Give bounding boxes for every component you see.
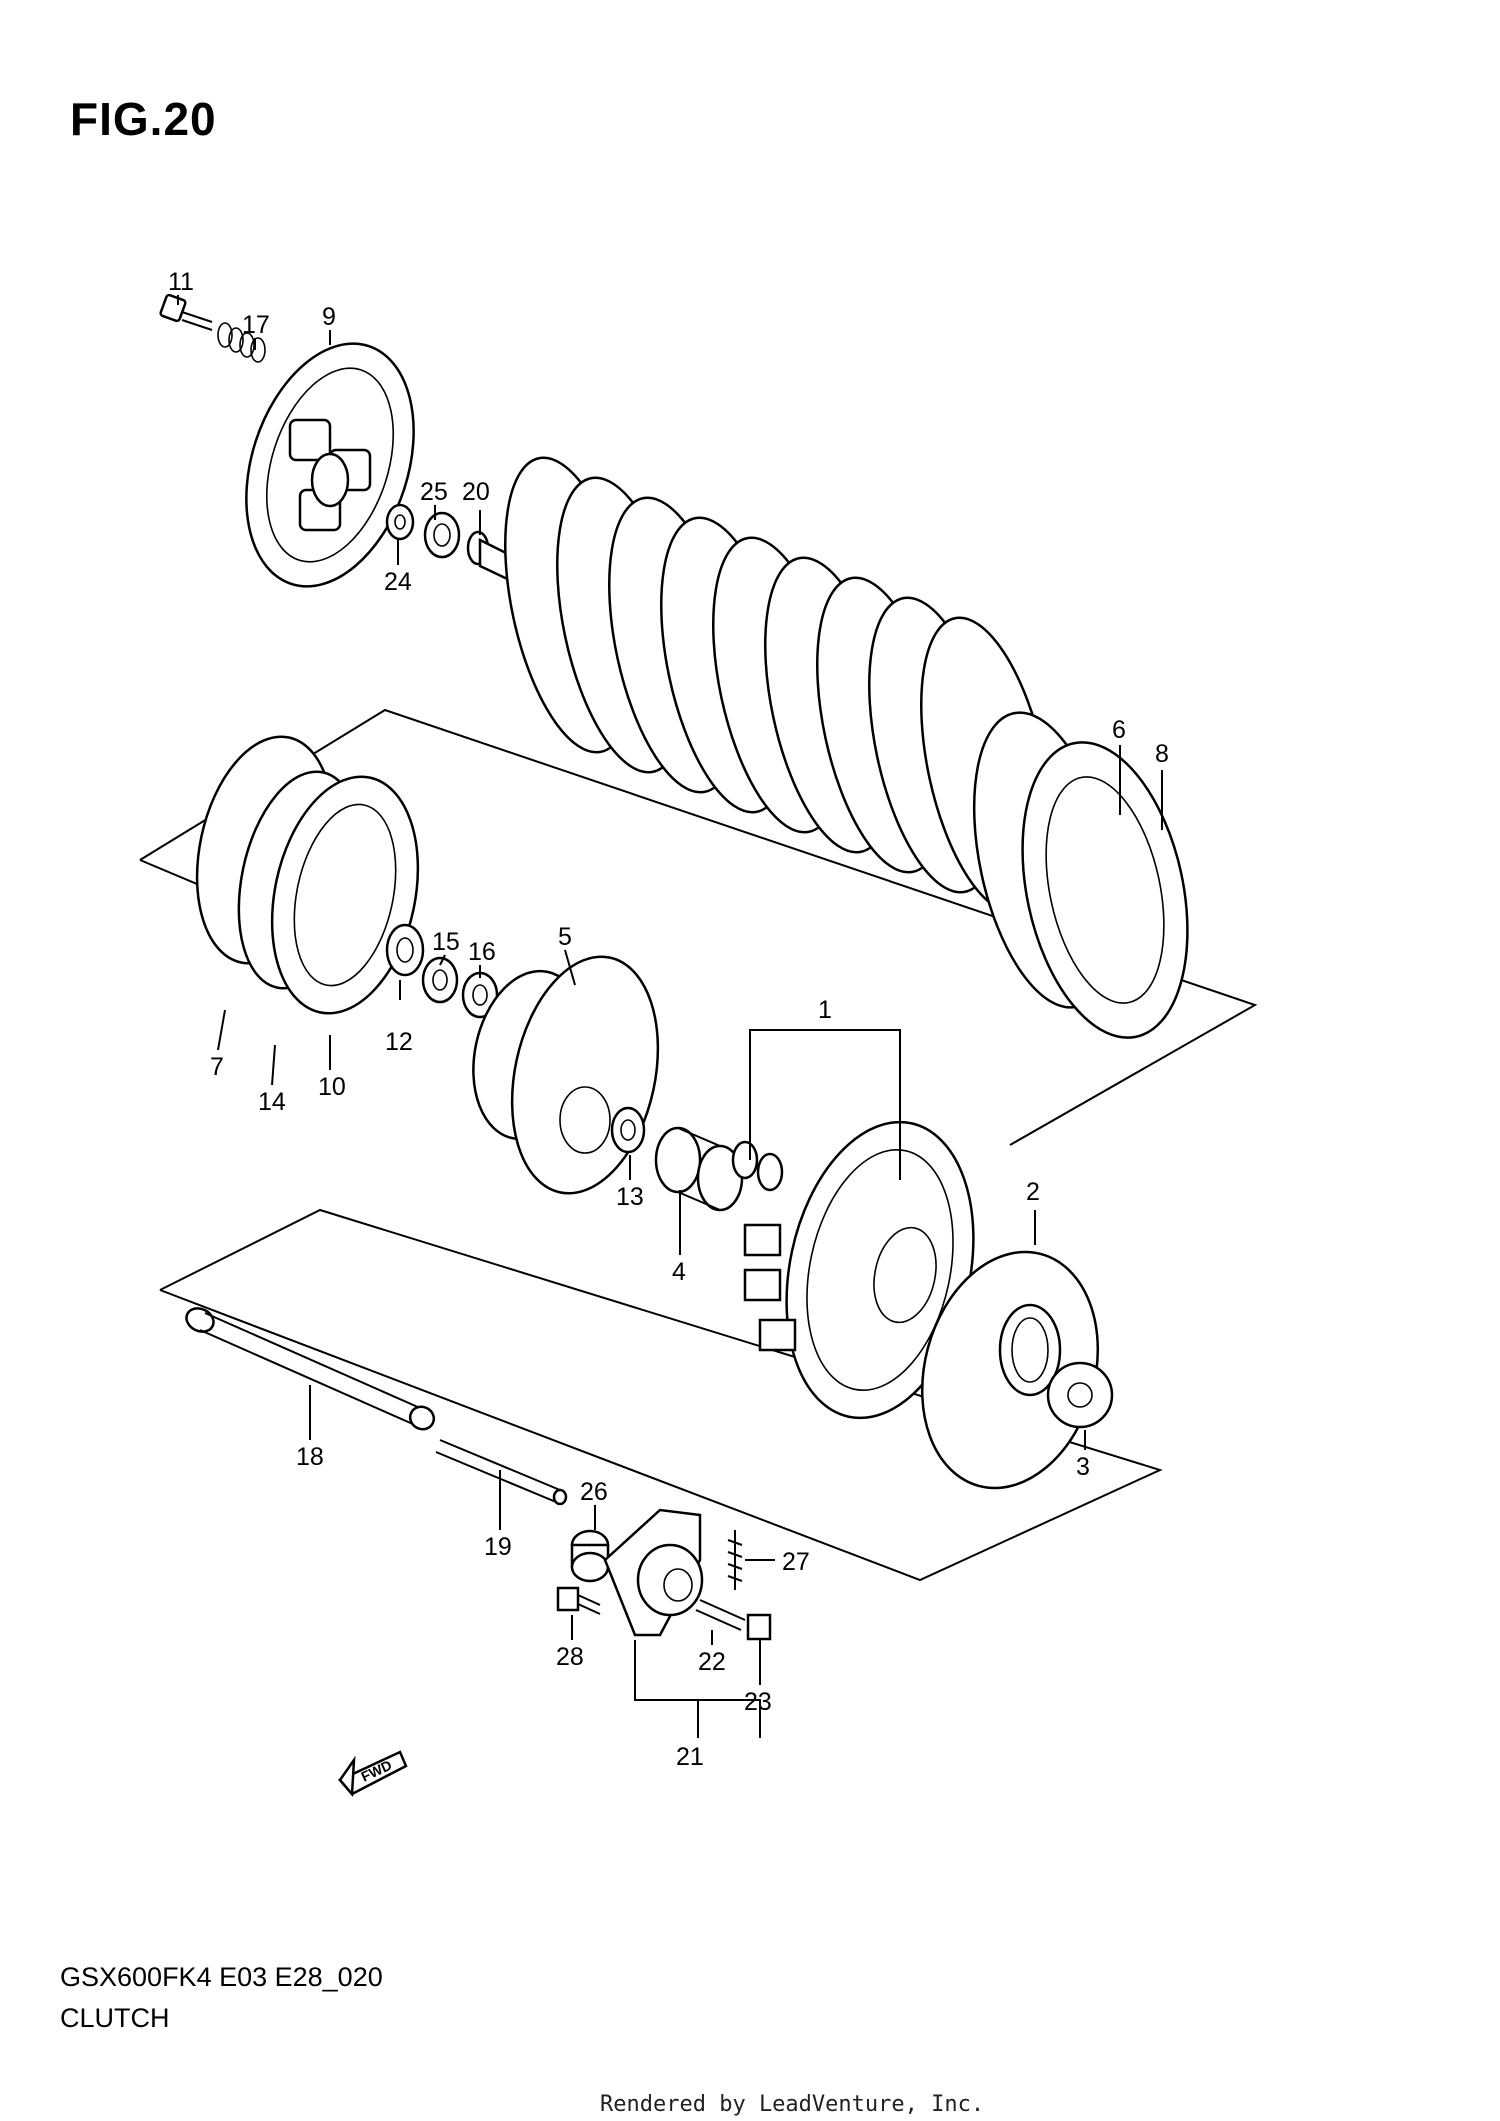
callout-labels: 11 17 9 25 20 24 6 8 5 15 16 7 14 10 12 … xyxy=(168,268,1169,1771)
callout-27: 27 xyxy=(782,1548,810,1576)
primary-driven-gear-assembly-1[interactable] xyxy=(743,1105,999,1436)
callout-25: 25 xyxy=(420,478,448,506)
callout-24: 24 xyxy=(384,568,412,596)
callout-28: 28 xyxy=(556,1643,584,1671)
callout-17: 17 xyxy=(242,311,270,339)
callout-19: 19 xyxy=(484,1533,512,1561)
callout-2: 2 xyxy=(1026,1178,1040,1206)
bolt-28[interactable] xyxy=(556,1586,601,1615)
thrust-washer-13[interactable] xyxy=(610,1106,646,1154)
clutch-sleeve-hub-10[interactable] xyxy=(252,763,439,1027)
section-name: CLUTCH xyxy=(60,2003,170,2033)
callout-26: 26 xyxy=(580,1478,608,1506)
adjust-screw-22[interactable] xyxy=(695,1599,746,1631)
lock-nut-23[interactable] xyxy=(746,1613,772,1641)
leader-lines xyxy=(177,295,1163,1738)
model-code: GSX600FK4 E03 E28_020 xyxy=(60,1962,383,1992)
oil-seal-26[interactable] xyxy=(570,1529,610,1583)
callout-4: 4 xyxy=(672,1258,686,1286)
callout-8: 8 xyxy=(1155,740,1169,768)
oil-pump-drive-sprocket-2[interactable] xyxy=(897,1232,1123,1508)
clutch-spring-bolt[interactable] xyxy=(159,293,213,331)
callout-1: 1 xyxy=(818,996,832,1024)
figure-title: FIG.20 xyxy=(70,93,217,145)
clutch-push-rod-18[interactable] xyxy=(183,1304,438,1433)
rendered-by-footer: Rendered by LeadVenture, Inc. xyxy=(600,2092,985,2117)
callout-3: 3 xyxy=(1076,1453,1090,1481)
spacer-12[interactable] xyxy=(385,923,425,977)
callout-7: 7 xyxy=(210,1053,224,1081)
needle-bearing-4[interactable] xyxy=(654,1126,744,1212)
clutch-push-rod-19[interactable] xyxy=(435,1439,568,1506)
return-spring-27[interactable] xyxy=(727,1530,743,1590)
washer-24[interactable] xyxy=(385,503,415,541)
clutch-plate-stack[interactable] xyxy=(482,446,1212,1053)
callout-15: 15 xyxy=(432,928,460,956)
callout-21: 21 xyxy=(676,1743,704,1771)
pressure-plate[interactable] xyxy=(217,322,443,608)
callout-10: 10 xyxy=(318,1073,346,1101)
clutch-release-assembly[interactable] xyxy=(603,1508,704,1637)
callout-11: 11 xyxy=(168,268,194,296)
bearing-25[interactable] xyxy=(423,511,461,559)
callout-16: 16 xyxy=(468,938,496,966)
callout-12: 12 xyxy=(385,1028,413,1056)
callout-9: 9 xyxy=(322,303,336,331)
lower-assembly-outline xyxy=(159,1208,1163,1582)
washer-15[interactable] xyxy=(421,956,459,1004)
callout-18: 18 xyxy=(296,1443,324,1471)
callout-13: 13 xyxy=(616,1183,644,1211)
thrust-washer-3[interactable] xyxy=(1046,1361,1114,1429)
callout-5: 5 xyxy=(558,923,572,951)
callout-22: 22 xyxy=(698,1648,726,1676)
callout-20: 20 xyxy=(462,478,490,506)
callout-6: 6 xyxy=(1112,716,1126,744)
forward-arrow-icon: FWD xyxy=(337,1750,408,1798)
callout-14: 14 xyxy=(258,1088,286,1116)
callout-23: 23 xyxy=(744,1688,772,1716)
